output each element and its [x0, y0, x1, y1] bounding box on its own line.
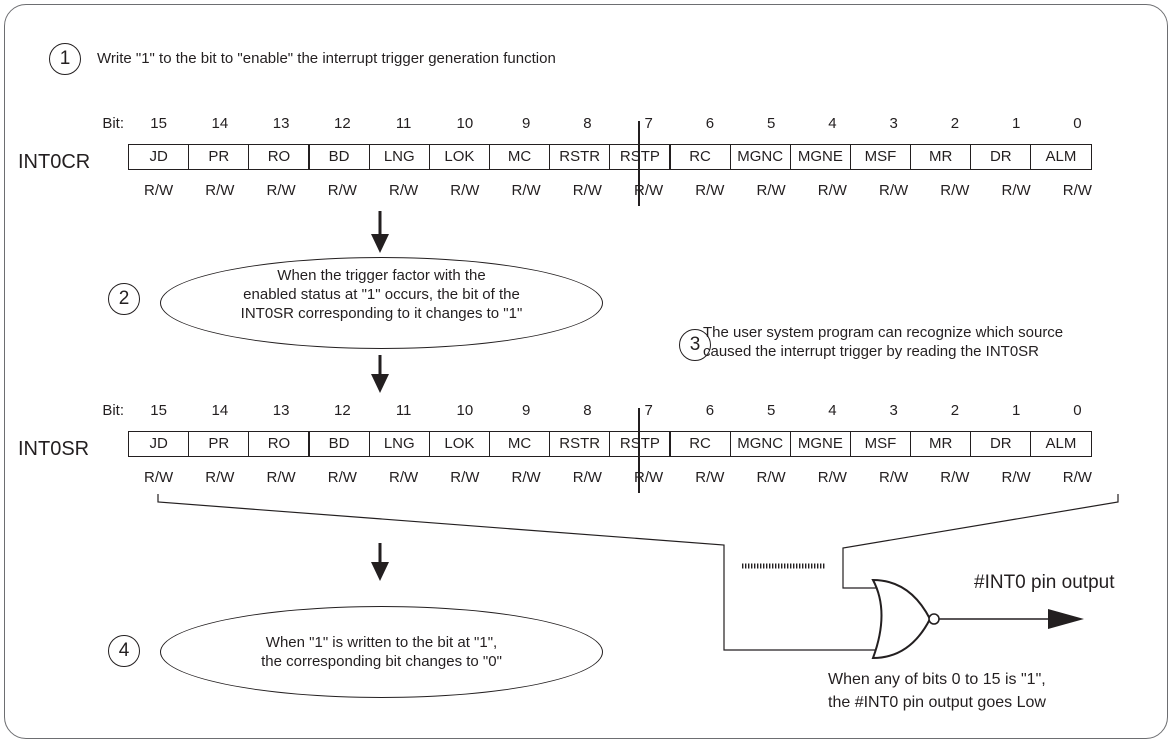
- sr-bit-number: 15: [150, 402, 167, 419]
- step-4-ellipse: [160, 606, 603, 698]
- step-3-text-line1: The user system program can recognize wh…: [703, 324, 1064, 341]
- access-label: R/W: [511, 469, 541, 486]
- step-3-text-line2: caused the interrupt trigger by reading …: [703, 343, 1040, 360]
- cr-bit-number: 14: [211, 115, 229, 132]
- sr-bit-number: 6: [705, 402, 715, 419]
- int0sr-register: JD PR RO BD LNG LOK MC RSTR RSTP RC MGNC…: [128, 431, 1092, 457]
- cr-bit-number: 1: [1011, 115, 1021, 132]
- access-label: R/W: [511, 182, 541, 199]
- sr-bit-number: 14: [211, 402, 229, 419]
- down-arrow-2: [371, 355, 389, 393]
- access-label: R/W: [1062, 182, 1092, 199]
- cr-bit-number: 15: [150, 115, 167, 132]
- cr-bit-number: 5: [766, 115, 776, 132]
- sr-bit-numbers: 15 14 13 12 11 10 9 8 7 6 5 4 3 2 1 0: [128, 402, 1108, 420]
- nor-gate-icon: [871, 578, 932, 660]
- cr-bit-number: 6: [705, 115, 715, 132]
- cr-bit-number: 8: [583, 115, 592, 132]
- register-name-int0sr: INT0SR: [18, 438, 90, 460]
- sr-bit-number: 12: [334, 402, 351, 419]
- down-arrow-1: [371, 211, 389, 253]
- access-label: R/W: [266, 182, 296, 199]
- step-1-text: Write "1" to the bit to "enable" the int…: [97, 50, 556, 67]
- access-label: R/W: [450, 182, 480, 199]
- access-label: R/W: [144, 469, 174, 486]
- wire-bit0: [842, 494, 1119, 589]
- cr-bit-number: 11: [395, 115, 412, 132]
- int0sr-access-row: R/W R/W R/W R/W R/W R/W R/W R/W R/W R/W …: [128, 469, 1108, 487]
- access-label: R/W: [205, 469, 235, 486]
- register-name-int0cr: INT0CR: [18, 151, 91, 173]
- step-3-marker: 3: [679, 329, 711, 361]
- down-arrow-3: [371, 543, 389, 581]
- note-line-2: the #INT0 pin output goes Low: [828, 694, 1046, 711]
- cr-bit-number: 13: [272, 115, 290, 132]
- int0sr-bit-cell: ALM: [1030, 431, 1092, 457]
- output-arrow-icon: [1048, 609, 1084, 629]
- sr-bit-number: 4: [828, 402, 837, 419]
- access-label: R/W: [940, 469, 970, 486]
- step-4-marker: 4: [108, 635, 140, 667]
- step-2-marker: 2: [108, 283, 140, 315]
- step-4-text: When "1" is written to the bit at "1", t…: [261, 634, 502, 670]
- sr-bit-number: 10: [456, 402, 474, 419]
- access-label: R/W: [756, 182, 786, 199]
- cr-bit-number: 3: [889, 115, 898, 132]
- sr-bit-number: 11: [395, 402, 412, 419]
- access-label: R/W: [695, 182, 725, 199]
- access-label: R/W: [1001, 182, 1031, 199]
- access-label: R/W: [879, 182, 909, 199]
- cr-bit-number: 10: [456, 115, 474, 132]
- access-label: R/W: [327, 182, 357, 199]
- int0cr-access-row: R/W R/W R/W R/W R/W R/W R/W R/W R/W R/W …: [128, 182, 1108, 200]
- sr-bit-number: 7: [644, 402, 653, 419]
- step-1-marker: 1: [49, 43, 81, 75]
- sr-bit-number: 13: [272, 402, 290, 419]
- sr-bit-number: 9: [521, 402, 531, 419]
- step-2-ellipse: [160, 257, 603, 349]
- access-label: R/W: [389, 469, 419, 486]
- access-label: R/W: [634, 182, 664, 199]
- wire-bit15: [157, 494, 876, 651]
- access-label: R/W: [756, 469, 786, 486]
- access-label: R/W: [327, 469, 357, 486]
- cr-bit-number: 12: [334, 115, 351, 132]
- access-label: R/W: [1062, 469, 1092, 486]
- access-label: R/W: [450, 469, 480, 486]
- access-label: R/W: [817, 182, 847, 199]
- access-label: R/W: [940, 182, 970, 199]
- access-label: R/W: [389, 182, 419, 199]
- access-label: R/W: [144, 182, 174, 199]
- note-line-1: When any of bits 0 to 15 is "1",: [828, 671, 1046, 688]
- int0-output-label: #INT0 pin output: [974, 572, 1115, 593]
- diagram-frame: [4, 4, 1168, 739]
- cr-bit-numbers: 15 14 13 12 11 10 9 8 7 6 5 4 3 2 1 0: [128, 115, 1108, 133]
- cr-bit-number: 9: [521, 115, 531, 132]
- nor-bubble: [928, 613, 940, 625]
- cr-bit-number: 7: [644, 115, 653, 132]
- cr-bit-label: Bit:: [102, 115, 124, 132]
- access-label: R/W: [572, 469, 602, 486]
- sr-bit-number: 0: [1073, 402, 1082, 419]
- access-label: R/W: [266, 469, 296, 486]
- sr-bit-number: 1: [1011, 402, 1021, 419]
- access-label: R/W: [695, 469, 725, 486]
- sr-bit-number: 3: [889, 402, 898, 419]
- access-label: R/W: [634, 469, 664, 486]
- sr-bit-number: 2: [950, 402, 960, 419]
- access-label: R/W: [1001, 469, 1031, 486]
- sr-bit-label: Bit:: [102, 402, 124, 419]
- access-label: R/W: [817, 469, 847, 486]
- access-label: R/W: [572, 182, 602, 199]
- access-label: R/W: [205, 182, 235, 199]
- int0cr-bit-cell: ALM: [1030, 144, 1092, 170]
- access-label: R/W: [879, 469, 909, 486]
- step-2-text: When the trigger factor with the enabled…: [240, 267, 523, 322]
- sr-bit-number: 8: [583, 402, 592, 419]
- cr-bit-number: 2: [950, 115, 960, 132]
- cr-bit-number: 4: [828, 115, 837, 132]
- cr-bit-number: 0: [1073, 115, 1082, 132]
- sr-bit-number: 5: [766, 402, 776, 419]
